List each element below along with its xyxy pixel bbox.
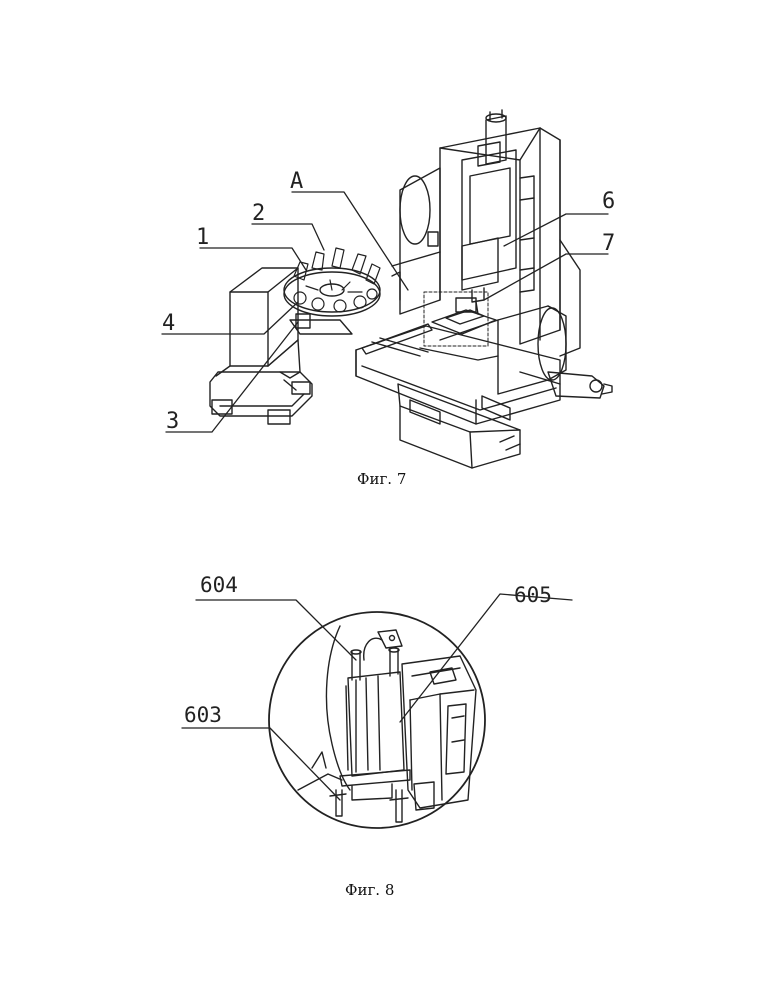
label-604: 604 (200, 573, 238, 597)
detail-circle (269, 612, 485, 828)
label-605: 605 (514, 583, 552, 607)
fig8-labels: 604 605 603 (184, 573, 552, 727)
detail-a-components (298, 626, 476, 822)
figure-8-caption: Фиг. 8 (345, 881, 394, 899)
label-603: 603 (184, 703, 222, 727)
figure-7-caption: Фиг. 7 (357, 470, 406, 488)
leader-lines-fig8 (182, 594, 572, 800)
